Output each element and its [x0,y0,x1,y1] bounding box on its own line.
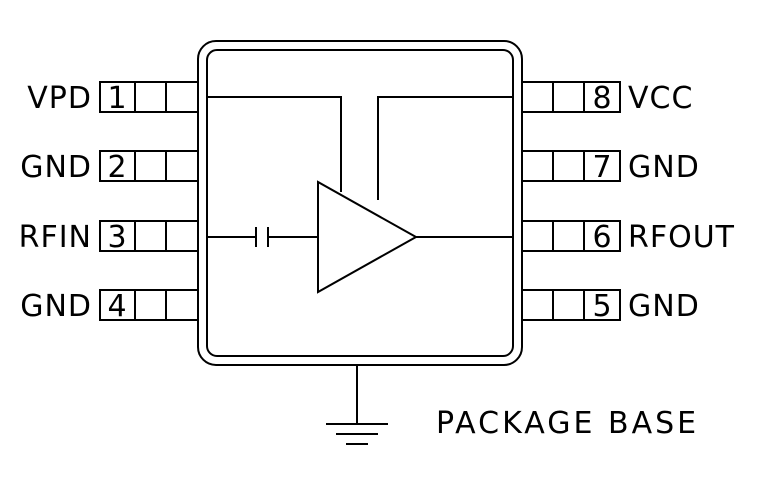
pin-5-number: 5 [592,289,611,324]
pin-5-name: GND [628,289,700,324]
vcc-trace [377,96,513,200]
pin-8-number: 8 [592,81,611,116]
amplifier-triangle [317,180,419,294]
package-inner-outline [206,49,514,357]
left-pin-4: 4 GND [20,289,199,324]
pin-4-number: 4 [107,289,126,324]
pin-4-name: GND [20,289,92,324]
right-pin-8: 8 VCC [521,81,693,116]
pin-7-name: GND [628,150,700,185]
pin-6-number: 6 [592,220,611,255]
pin-6-name: RFOUT [628,220,735,255]
right-pin-5: 5 GND [521,289,700,324]
left-pin-2: 2 GND [20,150,199,185]
left-pin-3: 3 RFIN [19,220,199,255]
pin-1-name: VPD [27,81,92,116]
package-base-label: PACKAGE BASE [436,406,699,441]
pin-7-number: 7 [592,150,611,185]
right-pin-7: 7 GND [521,150,700,185]
pin-2-name: GND [20,150,92,185]
pin-2-number: 2 [107,150,126,185]
pin-3-number: 3 [107,220,126,255]
pin-1-number: 1 [107,81,126,116]
ground-icon [326,423,388,445]
left-pin-1: 1 VPD [27,81,199,116]
pin-8-name: VCC [628,81,693,116]
package-outline [197,40,523,366]
pin-3-name: RFIN [19,220,92,255]
right-pin-6: 6 RFOUT [521,220,735,255]
vpd-trace [207,96,342,192]
